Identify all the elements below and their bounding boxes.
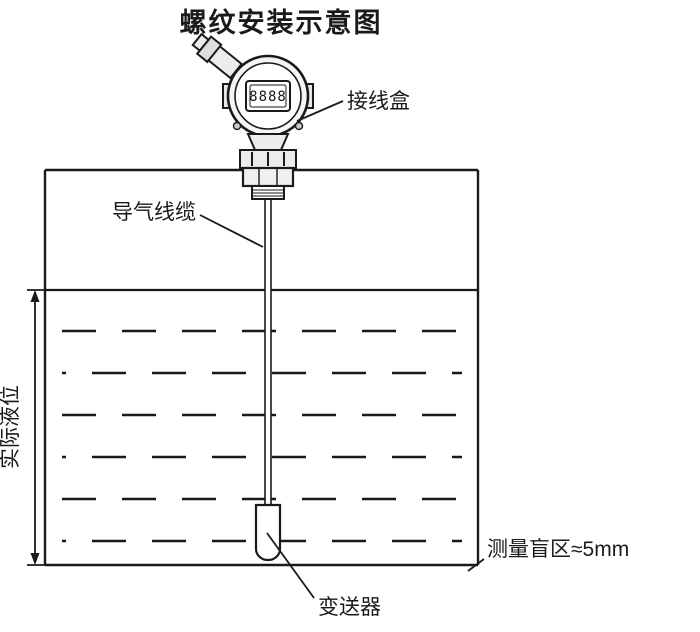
level-dimension [27,289,45,566]
blind-zone-leader [467,558,485,572]
air-cable [264,197,272,509]
arrowhead-up [30,290,40,302]
lcd-inner-frame [249,84,287,108]
liquid-dashes [62,329,462,543]
blind-zone-label: 测量盲区≈5mm [487,538,629,561]
junction-box-leader [296,100,344,122]
cable-gland [191,32,244,80]
page-title: 螺纹安装示意图 [180,7,383,38]
actual-level-label: 实际液位 [0,385,22,469]
device-neck [246,133,290,151]
transmitter-device: 8888 [191,32,314,200]
arrowhead-down [30,553,40,565]
hex-nut [241,166,295,188]
transmitter-label: 变送器 [318,596,381,619]
head-screw-right [294,121,304,131]
head-screw-left [232,121,242,131]
transmitter-leader [266,532,315,599]
lcd-digits: 8888 [249,89,287,105]
transmitter-probe [254,503,282,562]
air-cable-leader [199,214,264,248]
lcd-display [245,80,291,112]
junction-box-label: 接线盒 [347,90,410,113]
air-cable-label: 导气线缆 [112,201,196,224]
